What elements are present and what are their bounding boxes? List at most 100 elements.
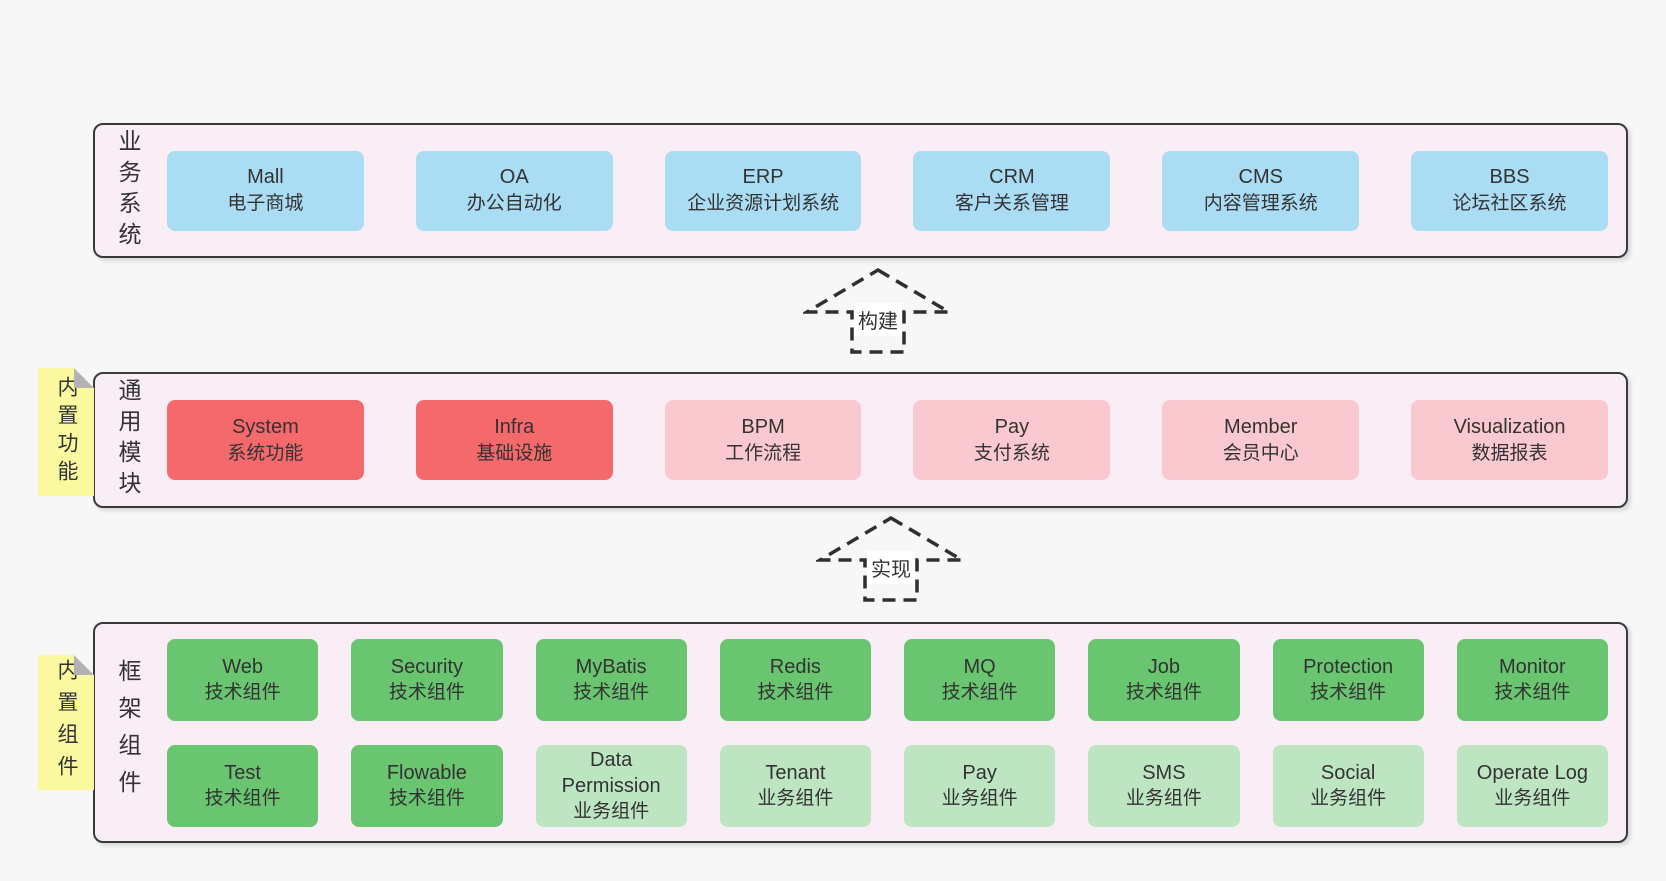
- box-data-permission: Data Permission 业务组件: [535, 744, 687, 827]
- box-crm: CRM 客户关系管理: [913, 150, 1111, 231]
- box-name: Protection: [1303, 655, 1394, 678]
- panel-common-modules: 通用模块 System 系统功能 Infra 基础设施 BPM 工作流程 Pay…: [93, 372, 1628, 508]
- box-operate-log: Operate Log 业务组件: [1456, 744, 1608, 827]
- box-desc: 技术组件: [1494, 682, 1571, 704]
- box-pay-component: Pay 业务组件: [904, 744, 1056, 827]
- box-flowable: Flowable 技术组件: [351, 744, 503, 827]
- box-desc: 电子商城: [227, 193, 304, 215]
- panel-modules-label: 通用模块: [115, 378, 141, 502]
- box-erp: ERP 企业资源计划系统: [664, 150, 862, 231]
- component-boxes-grid: Web 技术组件 Security 技术组件 MyBatis 技术组件 Redi…: [155, 624, 1626, 841]
- box-name: Monitor: [1499, 655, 1566, 678]
- box-name: Member: [1224, 415, 1298, 438]
- component-row-2: Test 技术组件 Flowable 技术组件 Data Permission …: [167, 744, 1608, 827]
- panel-business-label: 业务系统: [115, 128, 141, 253]
- business-boxes-row: Mall 电子商城 OA 办公自动化 ERP 企业资源计划系统 CRM 客户关系…: [155, 125, 1626, 256]
- box-desc: 业务组件: [757, 788, 834, 810]
- box-name: Pay: [962, 761, 997, 784]
- box-desc: 业务组件: [941, 788, 1018, 810]
- box-desc: 技术组件: [204, 788, 281, 810]
- box-desc: 技术组件: [388, 788, 465, 810]
- box-desc: 数据报表: [1471, 442, 1548, 464]
- box-name: MQ: [963, 655, 996, 678]
- box-protection: Protection 技术组件: [1272, 638, 1424, 721]
- box-name: Data Permission: [561, 748, 661, 797]
- box-name: CMS: [1238, 166, 1283, 189]
- box-job: Job 技术组件: [1088, 638, 1240, 721]
- box-tenant: Tenant 业务组件: [719, 744, 871, 827]
- box-desc: 支付系统: [973, 442, 1050, 464]
- panel-business-systems: 业务系统 Mall 电子商城 OA 办公自动化 ERP 企业资源计划系统 CRM…: [93, 123, 1628, 258]
- box-system: System 系统功能: [167, 400, 364, 480]
- box-name: Tenant: [765, 761, 826, 784]
- box-mq: MQ 技术组件: [904, 638, 1056, 721]
- box-name: Flowable: [386, 761, 467, 784]
- box-name: BPM: [741, 415, 785, 438]
- sticky-label: 内置功能: [55, 376, 78, 488]
- box-name: Mall: [247, 166, 284, 189]
- box-desc: 办公自动化: [466, 193, 562, 215]
- box-monitor: Monitor 技术组件: [1456, 638, 1608, 721]
- dashed-up-arrow-icon: [816, 515, 966, 602]
- sticky-note-builtin-features: 内置功能: [38, 368, 94, 496]
- box-desc: 论坛社区系统: [1452, 193, 1567, 215]
- box-redis: Redis 技术组件: [719, 638, 871, 721]
- box-name: Redis: [769, 655, 821, 678]
- box-name: Security: [390, 655, 463, 678]
- box-name: Operate Log: [1476, 761, 1588, 784]
- folded-corner-icon: [74, 368, 94, 388]
- box-desc: 内容管理系统: [1203, 193, 1318, 215]
- box-name: CRM: [989, 166, 1035, 189]
- panel-components-label: 框架组件: [115, 658, 141, 807]
- box-name: BBS: [1489, 166, 1530, 189]
- module-boxes-row: System 系统功能 Infra 基础设施 BPM 工作流程 Pay 支付系统…: [155, 374, 1626, 506]
- box-desc: 技术组件: [757, 682, 834, 704]
- box-desc: 业务组件: [573, 801, 650, 823]
- box-desc: 系统功能: [227, 442, 304, 464]
- box-oa: OA 办公自动化: [415, 150, 613, 231]
- box-name: Social: [1320, 761, 1376, 784]
- box-desc: 基础设施: [476, 442, 553, 464]
- box-social: Social 业务组件: [1272, 744, 1424, 827]
- box-desc: 技术组件: [204, 682, 281, 704]
- box-cms: CMS 内容管理系统: [1162, 150, 1360, 231]
- arrow-build-label: 构建: [854, 303, 902, 336]
- box-sms: SMS 业务组件: [1088, 744, 1240, 827]
- box-name: OA: [499, 166, 529, 189]
- box-name: Pay: [994, 415, 1030, 438]
- box-desc: 技术组件: [573, 682, 650, 704]
- panel-framework-components: 框架组件 Web 技术组件 Security 技术组件 MyBatis 技术组件…: [93, 622, 1628, 843]
- box-desc: 业务组件: [1125, 788, 1202, 810]
- box-mall: Mall 电子商城: [167, 150, 364, 231]
- box-web: Web 技术组件: [167, 638, 319, 721]
- box-name: SMS: [1142, 761, 1186, 784]
- box-infra: Infra 基础设施: [415, 400, 613, 480]
- arrow-up-implement-icon: 实现: [816, 513, 966, 603]
- box-desc: 企业资源计划系统: [687, 193, 840, 215]
- box-desc: 技术组件: [1310, 682, 1387, 704]
- box-member: Member 会员中心: [1162, 400, 1360, 480]
- box-desc: 业务组件: [1494, 788, 1571, 810]
- box-desc: 技术组件: [388, 682, 465, 704]
- box-name: Web: [222, 655, 263, 678]
- box-bbs: BBS 论坛社区系统: [1411, 150, 1608, 231]
- dashed-up-arrow-icon: [803, 267, 953, 354]
- box-name: Visualization: [1453, 415, 1566, 438]
- component-row-1: Web 技术组件 Security 技术组件 MyBatis 技术组件 Redi…: [167, 638, 1608, 721]
- sticky-note-builtin-components: 内置组件: [38, 655, 94, 790]
- box-desc: 工作流程: [725, 442, 802, 464]
- box-visualization: Visualization 数据报表: [1411, 400, 1608, 480]
- box-desc: 业务组件: [1310, 788, 1387, 810]
- box-name: Test: [224, 761, 261, 784]
- box-name: Infra: [494, 415, 535, 438]
- box-desc: 会员中心: [1222, 442, 1299, 464]
- box-desc: 技术组件: [1125, 682, 1202, 704]
- box-name: System: [232, 415, 299, 438]
- arrow-up-build-icon: 构建: [803, 265, 953, 355]
- box-desc: 客户关系管理: [954, 193, 1069, 215]
- box-security: Security 技术组件: [351, 638, 503, 721]
- folded-corner-icon: [74, 655, 94, 675]
- box-pay-module: Pay 支付系统: [913, 400, 1111, 480]
- box-name: MyBatis: [575, 655, 647, 678]
